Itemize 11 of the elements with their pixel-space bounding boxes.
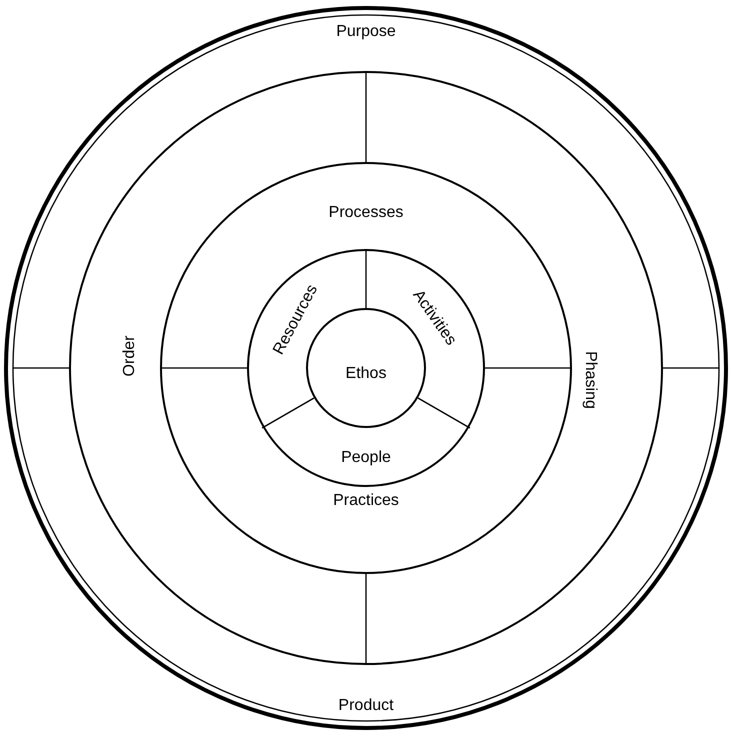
segment-label: People: [341, 450, 391, 466]
segment-label: Order: [122, 336, 138, 376]
segment-label: Ethos: [346, 366, 386, 382]
ring: [69, 71, 663, 665]
segment-label: Purpose: [336, 24, 396, 40]
segment-label: Practices: [333, 493, 399, 509]
segment-label: Phasing: [582, 351, 598, 409]
ring: [160, 162, 572, 574]
segment-label: Product: [338, 698, 394, 714]
ring: [247, 249, 485, 487]
segment-label: Processes: [328, 205, 404, 221]
